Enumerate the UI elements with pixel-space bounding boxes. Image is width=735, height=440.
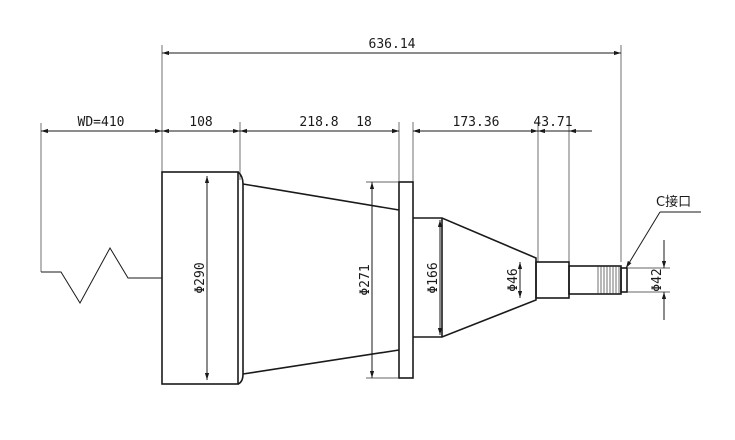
- front-diameter-label: Φ290: [193, 262, 208, 293]
- mount-diameter-label: Φ42: [650, 268, 665, 291]
- mount-threads: [597, 266, 620, 294]
- mount-leader: C接口: [625, 194, 701, 269]
- neck-length-label: 43.71: [533, 115, 572, 130]
- segment-dimension-chain: WD=410 108 218.8 18 173.36 43.71: [40, 115, 592, 272]
- taper-length-label: 173.36: [453, 115, 500, 130]
- front-length-label: 108: [189, 115, 212, 130]
- diameter-dimensions: Φ290 Φ271 Φ166 Φ46 Φ42: [193, 176, 670, 380]
- wd-break-line: [41, 246, 162, 304]
- overall-length-label: 636.14: [369, 37, 416, 52]
- cone-length-label: 218.8: [299, 115, 338, 130]
- mount-label: C接口: [656, 194, 691, 210]
- cone-bottom-edge: [242, 349, 400, 375]
- front-barrel-lip: [237, 171, 244, 385]
- lens-body: [161, 171, 628, 385]
- mount-face: [620, 267, 628, 293]
- flange-diameter-label: Φ271: [358, 264, 373, 295]
- flange-length-label: 18: [356, 115, 372, 130]
- flange: [398, 181, 414, 379]
- front-barrel: [161, 171, 239, 385]
- neck: [535, 261, 570, 299]
- neck-diameter-label: Φ46: [506, 268, 521, 291]
- mount-leader-line: [625, 211, 661, 269]
- overall-length-dimension: 636.14: [161, 37, 622, 262]
- cone-top-edge: [242, 183, 400, 211]
- wd-label: WD=410: [78, 115, 125, 130]
- taper-diameter-label: Φ166: [426, 262, 441, 293]
